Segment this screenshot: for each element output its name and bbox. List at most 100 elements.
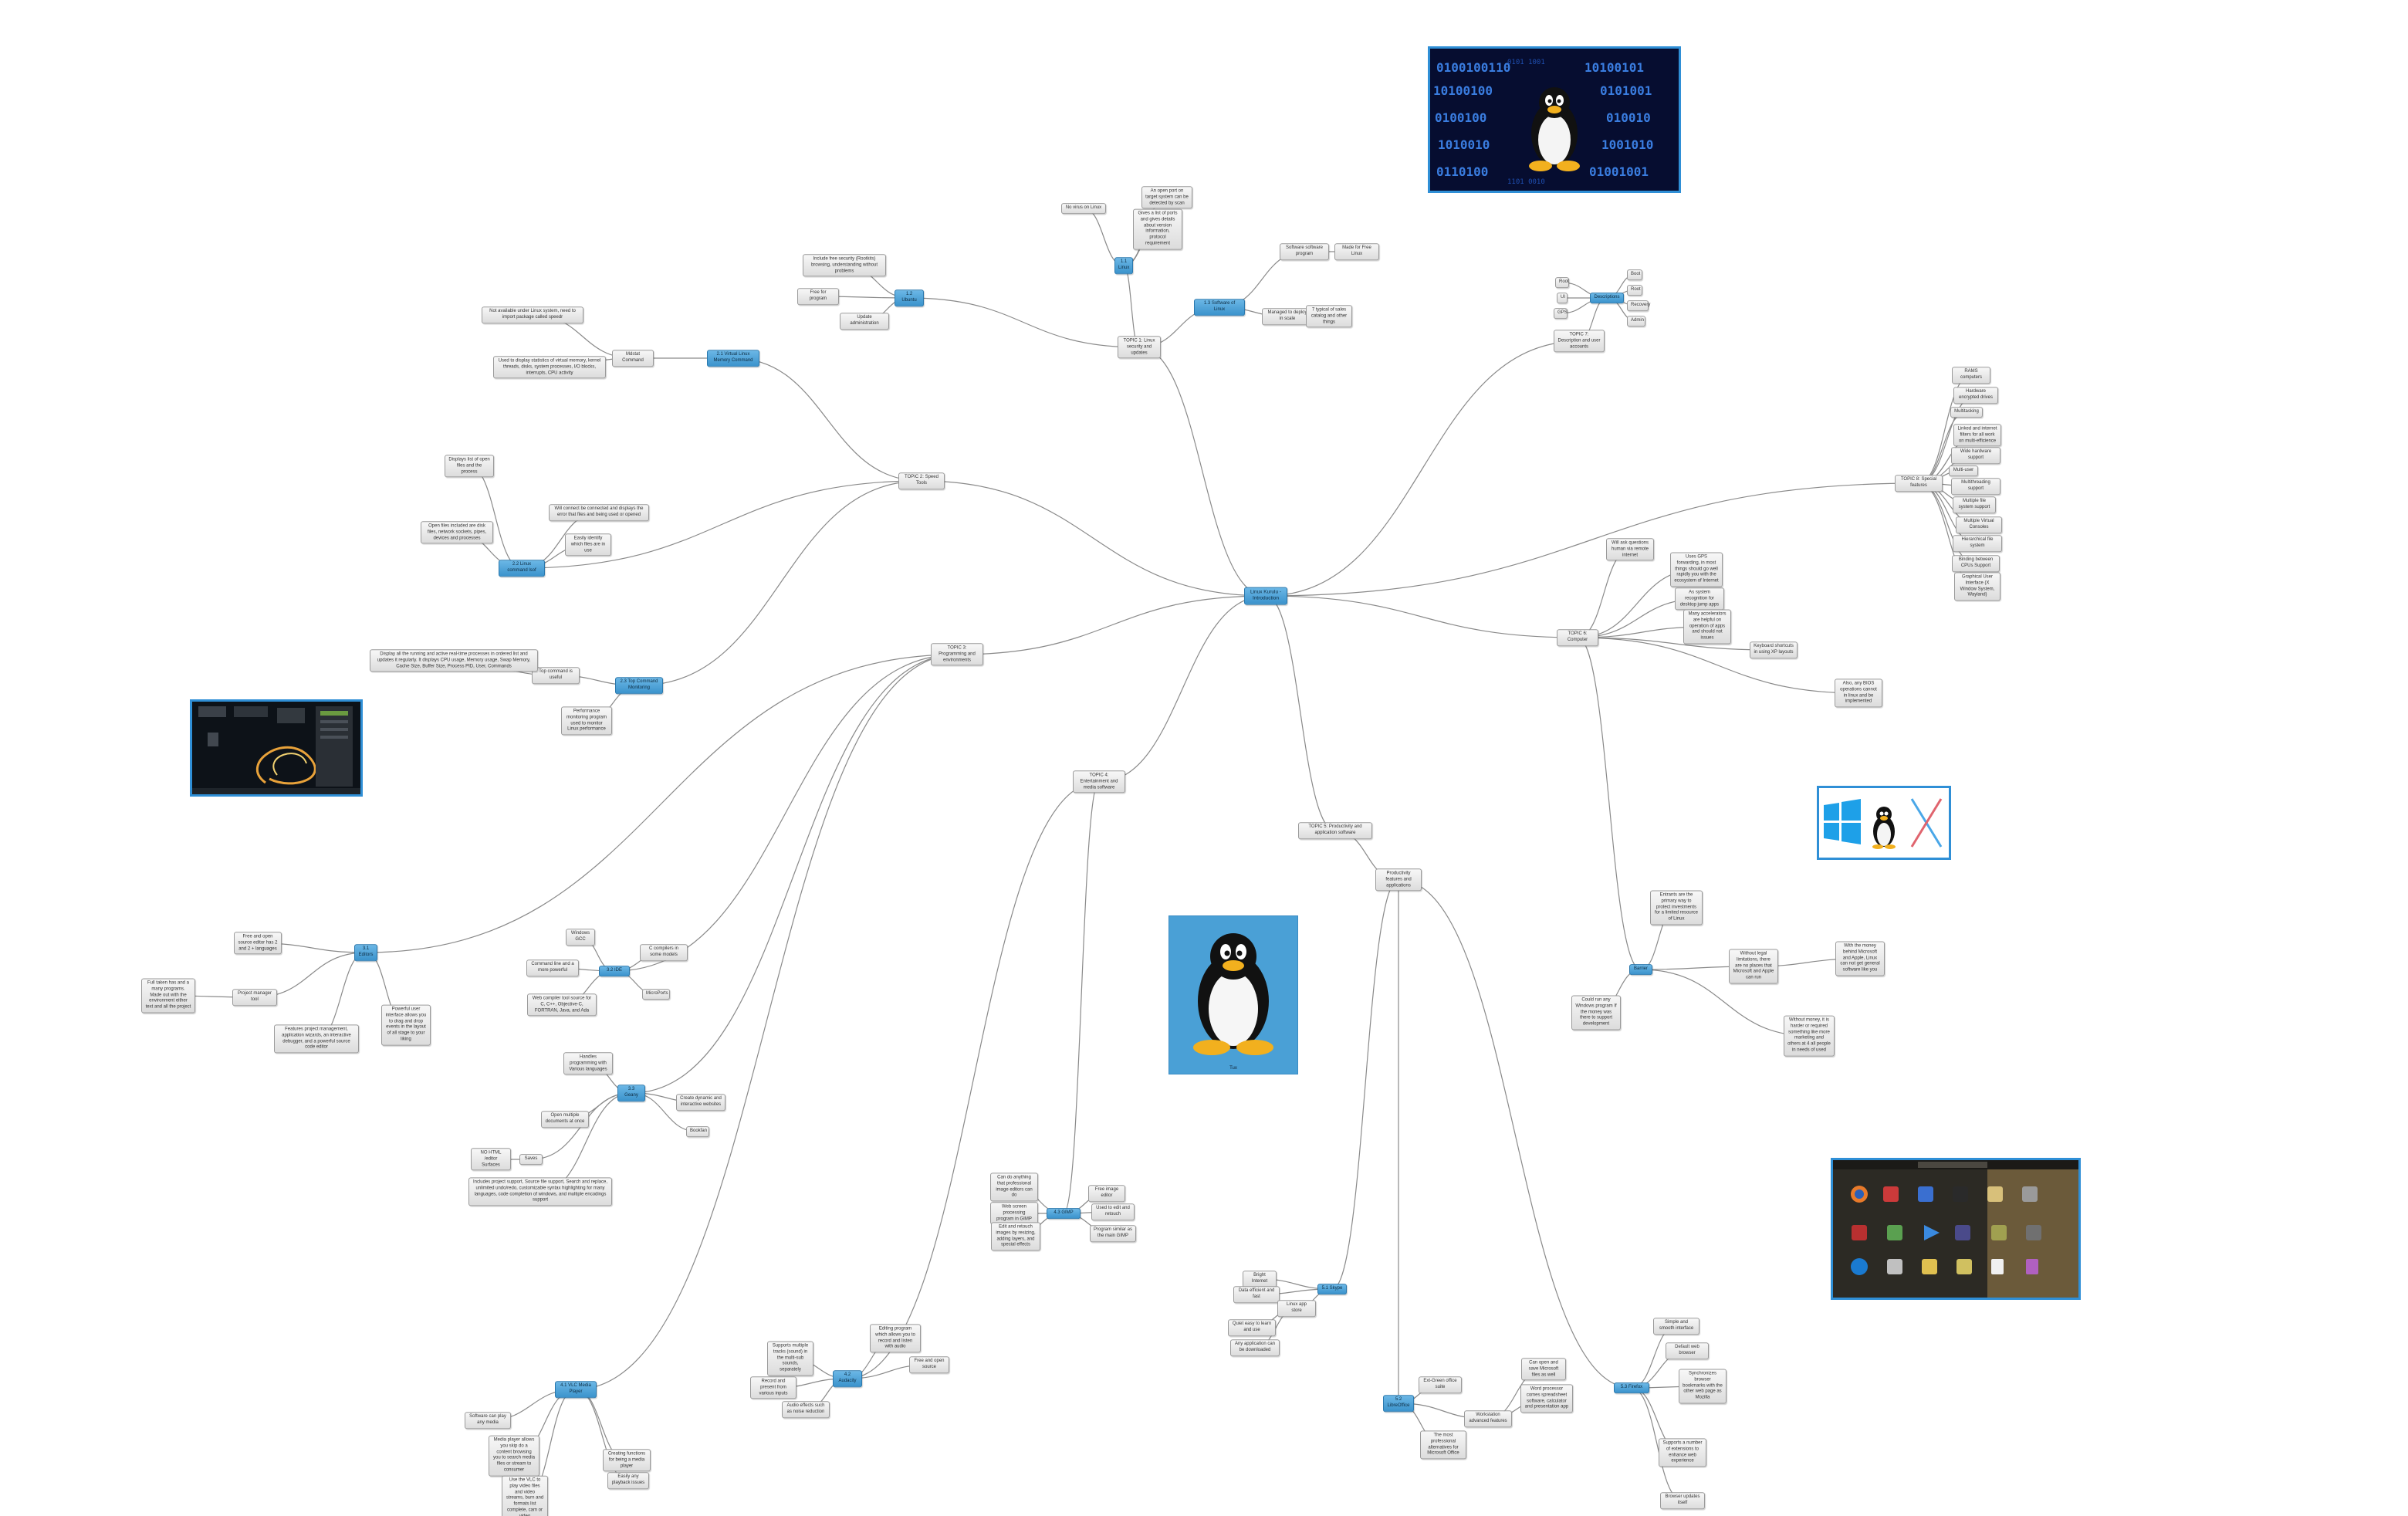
mind-map-node[interactable]: Free for program [797,288,839,305]
mind-map-node[interactable]: Supports a number of extensions to enhan… [1659,1438,1706,1467]
mind-map-node[interactable]: Used to display statistics of virtual me… [493,356,606,379]
mind-map-node[interactable]: UI [1557,293,1568,303]
mind-map-node[interactable]: Edit and retouch images by resizing, add… [991,1222,1040,1251]
subtopic-node[interactable]: 2.2 Linux command lsof [499,560,545,577]
mind-map-node[interactable]: Handles programming with Various languag… [563,1052,613,1075]
mind-map-node[interactable]: TOPIC 7: Description and user accounts [1554,330,1605,353]
mind-map-node[interactable]: Displays list of open files and the proc… [445,455,494,478]
subtopic-node[interactable]: 5.3 Firefox [1614,1382,1649,1393]
mind-map-node[interactable]: Features project management, application… [274,1024,359,1054]
mind-map-node[interactable]: Multiple Virtual Consoles [1956,516,2002,533]
mind-map-node[interactable]: Hardware encrypted drives [1953,387,1998,404]
mind-map-node[interactable]: Can open and save Microsoft files as wel… [1521,1358,1566,1381]
mind-map-node[interactable]: Web compiler tool source for C, C++, Obj… [527,993,597,1017]
mind-map-node[interactable]: Word processor comes spreadsheet softwar… [1520,1384,1573,1413]
mind-map-node[interactable]: Without money, it is harder or required … [1784,1015,1835,1057]
mind-map-node[interactable]: Easily any playback issues [607,1472,649,1489]
mind-map-node[interactable]: Free and open source editor has 2 and 2 … [234,932,282,955]
mind-map-node[interactable]: Create dynamic and interactive websites [676,1094,725,1111]
mind-map-node[interactable]: Record and present from various inputs [750,1376,796,1399]
mind-map-node[interactable]: Binding between CPUs Support [1952,555,2000,572]
mind-map-node[interactable]: Root [1555,277,1569,288]
mind-map-node[interactable]: Free image editor [1088,1185,1125,1202]
mind-map-node[interactable]: Will connect be connected and displays t… [549,504,649,521]
mind-map-node[interactable]: Multiple file system support [1953,496,1996,513]
mind-map-node[interactable]: Uses GPS forwarding, in most things shou… [1670,552,1723,587]
mind-map-node[interactable]: Recovery [1627,300,1650,311]
mind-map-node[interactable]: TOPIC 4: Entertainment and media softwar… [1073,770,1125,794]
mind-map-node[interactable]: Update administration [840,313,889,330]
mind-map-node[interactable]: The most professional alternatives for M… [1420,1430,1466,1460]
mind-map-node[interactable]: Quiet easy to learn and use [1228,1319,1276,1336]
mind-map-node[interactable]: Web screen processing program in GIMP [990,1202,1038,1225]
mind-map-node[interactable]: Multithreading support [1951,478,2000,495]
mind-map-node[interactable]: C compilers in some models [640,944,688,961]
mind-map-node[interactable]: TOPIC 8: Special features [1895,475,1943,492]
mind-map-node[interactable]: Could run any Windows program If the mon… [1571,995,1621,1030]
mind-map-node[interactable]: RAMS computers [1952,367,1990,384]
mind-map-node[interactable]: Free and open source [909,1356,949,1373]
mind-map-node[interactable]: MicroPorts [642,989,670,1000]
mind-map-node[interactable]: 7 typical of sales catalog and other thi… [1306,305,1352,328]
mind-map-node[interactable]: Also, any BIOS operations cannot in linu… [1835,678,1882,708]
mind-map-node[interactable]: Data efficient and fast [1233,1286,1280,1303]
subtopic-node[interactable]: Descriptions [1590,293,1624,303]
mind-map-node[interactable]: Admin [1627,316,1645,327]
subtopic-node[interactable]: 5.2 LibreOffice [1383,1395,1414,1412]
mind-map-node[interactable]: Creating functions for being a media pla… [603,1449,651,1472]
mind-map-node[interactable]: Top command is useful [532,667,580,684]
mind-map-node[interactable]: Not available under Linux system, need t… [482,306,583,323]
mind-map-node[interactable]: Linked and internet filters for all work… [1953,424,2001,447]
subtopic-node[interactable]: 2.3 Top Command Monitoring [615,677,663,694]
mind-map-node[interactable]: Default web browser [1666,1342,1709,1359]
mind-map-node[interactable]: Command line and a more powerful [526,959,579,976]
mind-map-node[interactable]: Managed to deploy in scale [1262,308,1313,325]
mind-map-node[interactable]: Media player allows you skip do a conten… [489,1435,539,1477]
mind-map-node[interactable]: Wide hardware support [1951,447,2000,464]
mind-map-node[interactable]: Software software program [1280,243,1329,260]
mind-map-node[interactable]: Browser updates itself [1660,1492,1705,1509]
mind-map-node[interactable]: TOPIC 1: Linux security and updates [1118,336,1161,359]
mind-map-node[interactable]: TOPIC 2: Speed Tools [898,472,945,489]
mind-map-node[interactable]: Bookfan [686,1126,709,1137]
mind-map-node[interactable]: Easily identify which files are in use [565,533,611,557]
subtopic-node[interactable]: 4.2 Audacity [833,1370,862,1387]
mind-map-node[interactable]: Linux app store [1277,1300,1316,1317]
subtopic-node[interactable]: 3.3 Geany [617,1085,645,1101]
mind-map-node[interactable]: Synchronizes browser bookmarks with the … [1679,1369,1727,1404]
mind-map-node[interactable]: Powerful user interface allows you to dr… [381,1004,431,1046]
mind-map-node[interactable]: Multi-user [1949,465,1978,476]
mind-map-node[interactable]: Ext-Green office suite [1419,1376,1462,1393]
subtopic-node[interactable]: 1.3 Software of Linux [1194,299,1245,316]
subtopic-node[interactable]: 3.2 IDE [599,966,630,976]
subtopic-node[interactable]: 4.3 GIMP [1047,1208,1081,1219]
mind-map-node[interactable]: Made for Free Linux [1334,243,1379,260]
subtopic-node[interactable]: Barrier [1629,964,1652,975]
mind-map-node[interactable]: Boot [1627,269,1642,280]
mind-map-node[interactable]: Simple and smooth interface [1653,1318,1699,1335]
mind-map-node[interactable]: Software can play any media [465,1412,511,1429]
mind-map-node[interactable]: Include free security (Rootkits) browsin… [803,254,886,277]
mind-map-node[interactable]: Gives a list of ports and gives details … [1133,208,1182,250]
mind-map-node[interactable]: Performance monitoring program used to m… [561,706,612,736]
mind-map-node[interactable]: Root [1627,285,1642,296]
mind-map-node[interactable]: Productivity features and applications [1375,868,1422,892]
mind-map-node[interactable]: With the money behind Microsoft and Appl… [1835,941,1885,976]
mind-map-node[interactable]: Multitasking [1950,407,1983,418]
mind-map-node[interactable]: Bright Internet [1243,1271,1277,1288]
mind-map-node[interactable]: Program similar as the main GIMP [1090,1225,1136,1242]
mind-map-node[interactable]: GPS [1554,308,1568,319]
mind-map-node[interactable]: Without legal limitations, there are no … [1729,949,1778,984]
mind-map-node[interactable]: Editing program which allows you to reco… [870,1324,921,1353]
mind-map-node[interactable]: Graphical User Interface (X Window Syste… [1954,572,2000,601]
mind-map-node[interactable]: Open multiple documents at once [541,1111,589,1128]
subtopic-node[interactable]: 2.1 Virtual Linux Memory Command [707,350,759,367]
mind-map-node[interactable]: An open port on target system can be det… [1141,186,1192,209]
mind-map-node[interactable]: Will ask questions human via remote inte… [1606,538,1654,561]
mind-map-node[interactable]: Supports multiple tracks (sound) in the … [767,1341,813,1376]
mind-map-node[interactable]: Display all the running and active real-… [370,649,538,672]
mind-map-node[interactable]: Workstation advanced features [1464,1410,1512,1427]
mind-map-node[interactable]: Saves [519,1154,543,1165]
mind-map-node[interactable]: Open files included are disk files, netw… [421,521,493,544]
mind-map-node[interactable]: Any application can be downloaded [1230,1339,1280,1356]
